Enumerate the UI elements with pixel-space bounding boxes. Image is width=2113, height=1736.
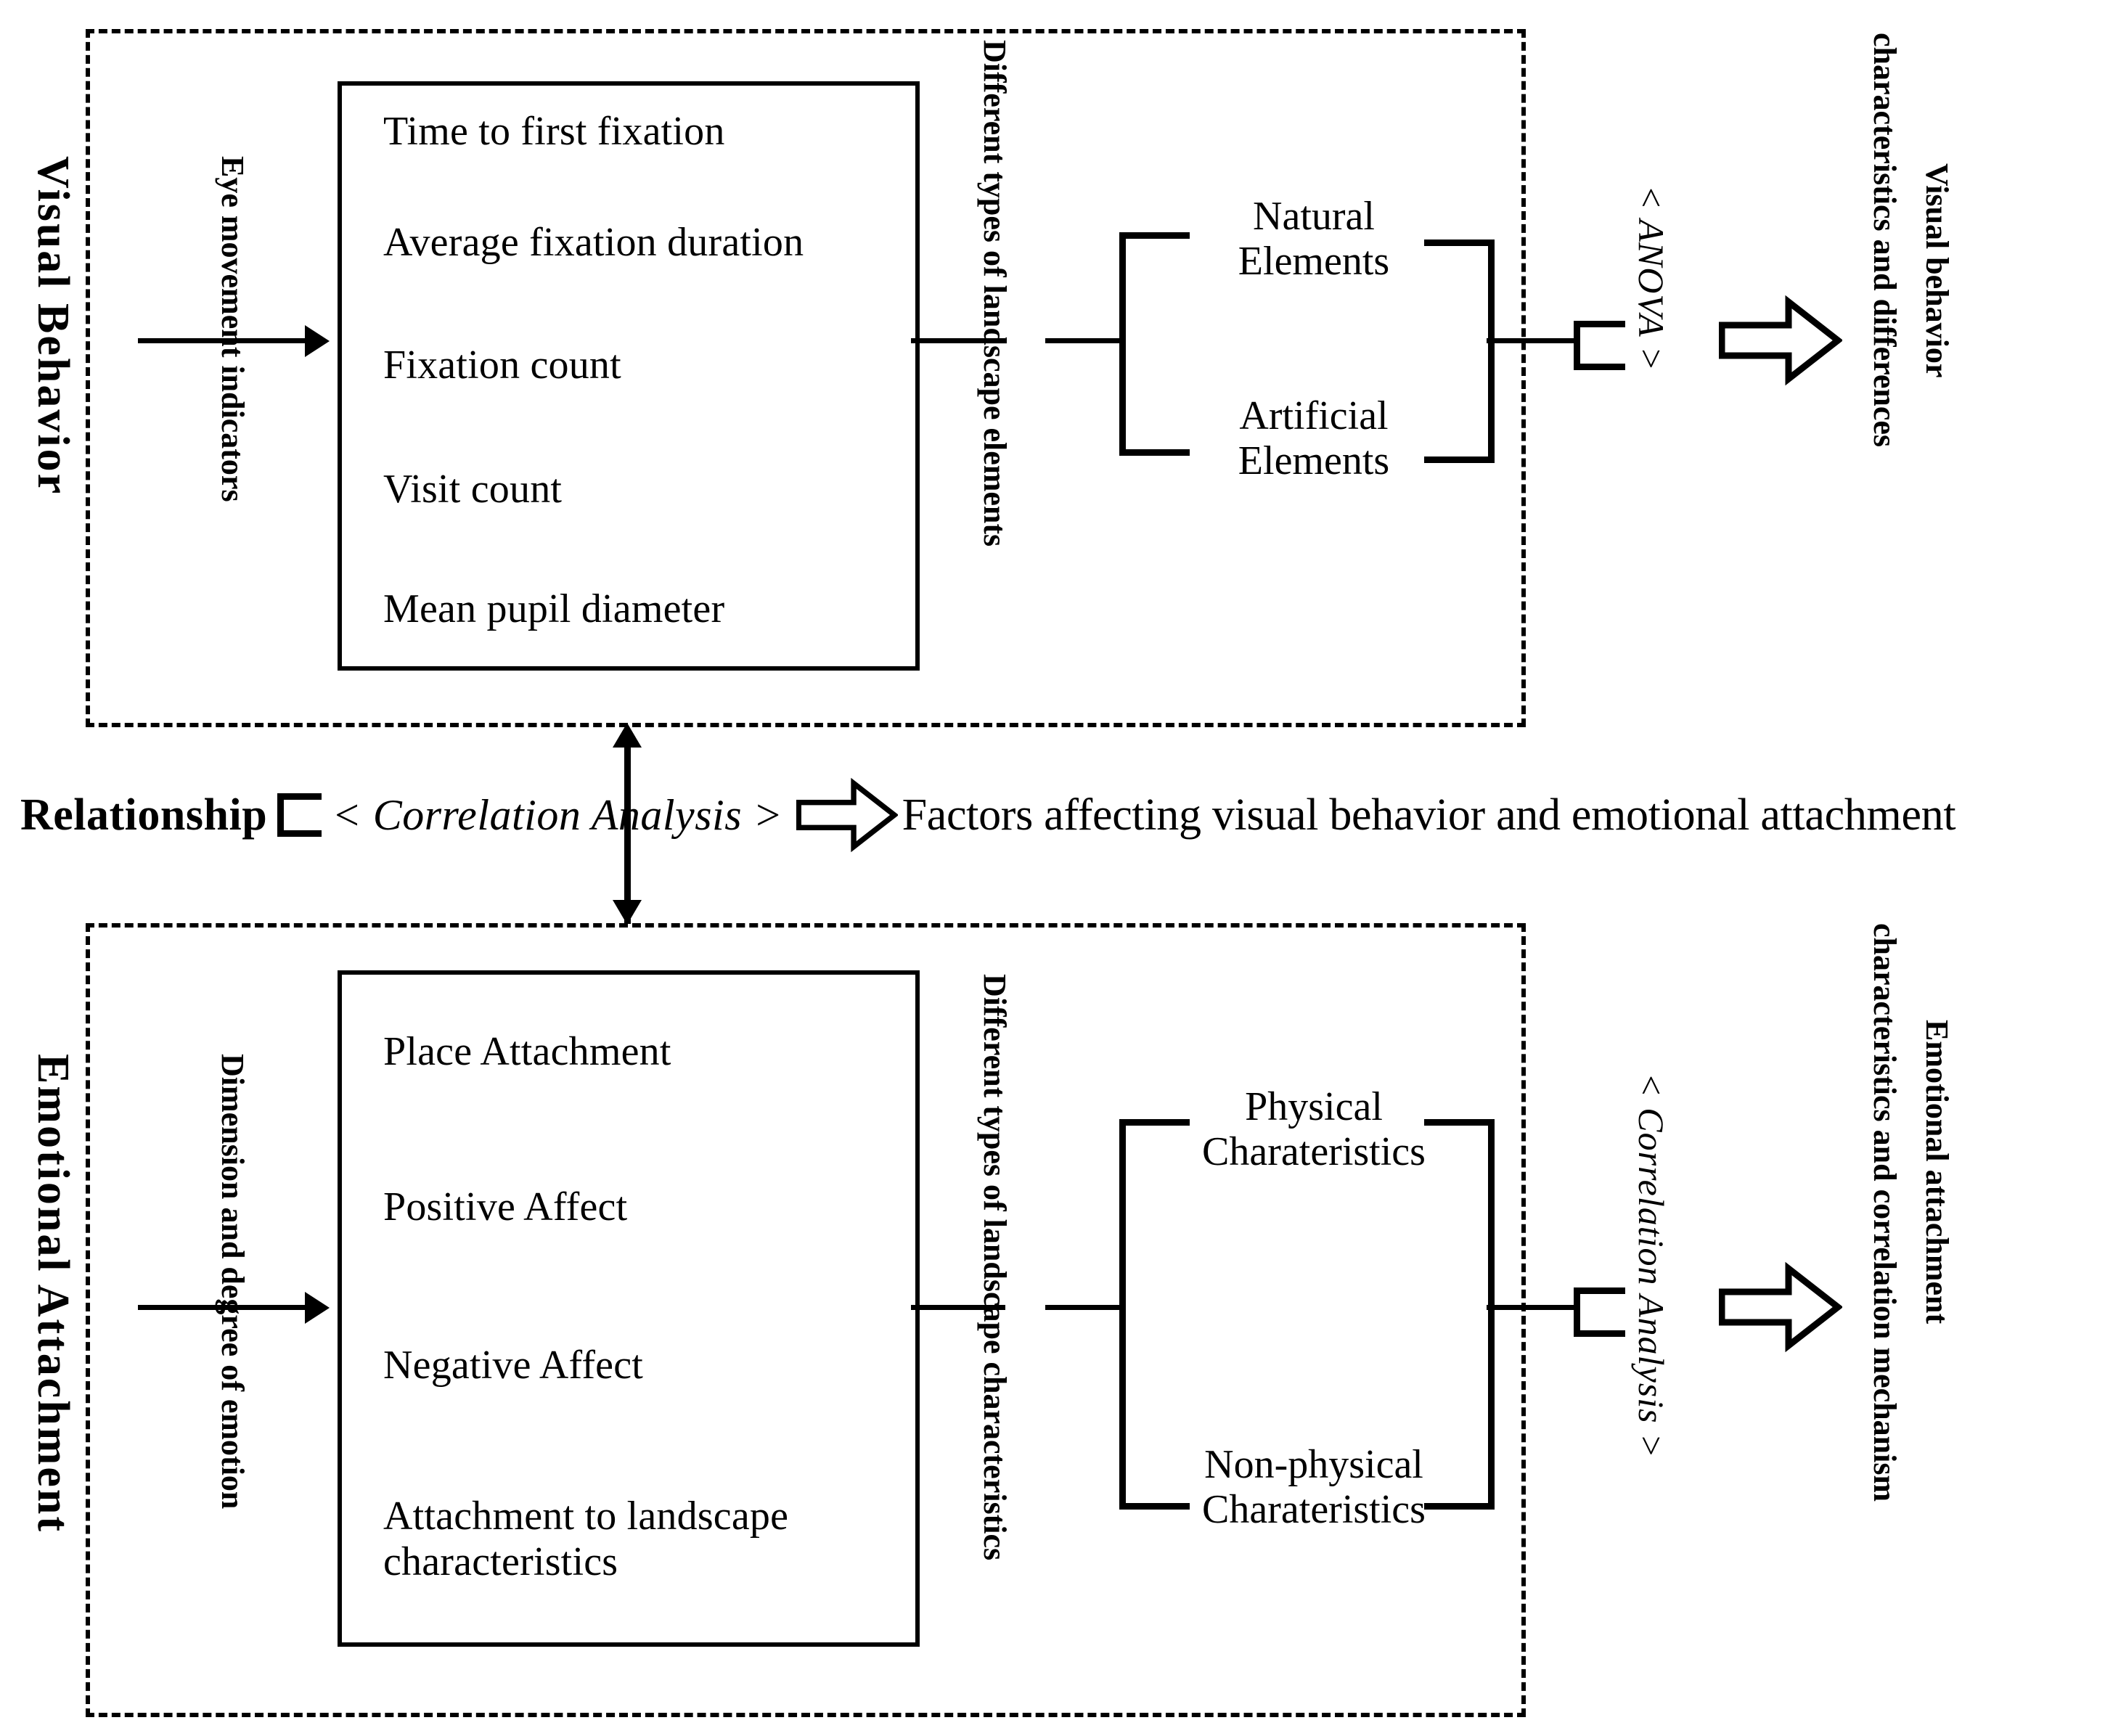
relationship-up-line [624, 746, 631, 859]
box-to-split-line-bottom [911, 1305, 1005, 1310]
attachment-item: Negative Affect [383, 1343, 644, 1388]
relationship-outcome-label: Factors affecting visual behavior and em… [902, 790, 1956, 840]
visual-behavior-dashed-container [86, 29, 1526, 727]
input-connector-line-top [138, 338, 316, 343]
attachment-item: Place Attachment [383, 1029, 671, 1074]
output-block-arrow-top [1719, 293, 1842, 388]
indicator-item: Fixation count [383, 343, 621, 388]
attachment-item: Attachment to landscape characteristics [383, 1494, 789, 1584]
split-label-landscape-elements: Different types of landscape elements [977, 40, 1013, 547]
indicator-item: Average fixation duration [383, 220, 804, 265]
bracket-to-method-line-top [1487, 338, 1574, 343]
emotional-attachment-dashed-container [86, 923, 1526, 1717]
method-label-correlation-analysis: < Correlation Analysis > [1631, 1073, 1672, 1459]
relationship-block-arrow [796, 775, 898, 855]
branch-label-artificial-elements: Artificial Elements [1238, 393, 1390, 483]
indicator-item: Mean pupil diameter [383, 586, 725, 631]
method-label-anova: < ANOVA > [1631, 185, 1672, 372]
branch-bracket-right-bottom [1424, 1119, 1495, 1510]
relationship-connector-bracket [277, 793, 322, 837]
method-connector-bracket-top [1574, 321, 1625, 370]
branch-label-physical-charateristics: Physical Charateristics [1202, 1084, 1426, 1174]
branch-label-non-physical-charateristics: Non-physical Charateristics [1202, 1442, 1426, 1532]
input-label-dimension-degree-emotion: Dimension and degree of emotion [215, 1054, 250, 1510]
input-connector-line-bottom [138, 1305, 316, 1310]
relationship-down-line [624, 811, 631, 924]
relationship-down-arrow-head [613, 900, 642, 925]
eye-movement-indicator-box [338, 81, 920, 671]
section-label-emotional-attachment: Emotional Attachment [28, 1054, 78, 1534]
indicator-item: Visit count [383, 467, 563, 512]
input-arrow-head-top [305, 325, 330, 357]
split-to-bracket-line-top [1045, 338, 1121, 343]
attachment-item: Positive Affect [383, 1184, 628, 1229]
input-label-eye-movement-indicators: Eye movement indicators [215, 156, 250, 502]
bracket-to-method-line-bottom [1487, 1305, 1574, 1310]
relationship-up-arrow-head [613, 723, 642, 748]
output-block-arrow-bottom [1719, 1260, 1842, 1354]
relationship-method-label: < Correlation Analysis > [332, 790, 783, 839]
method-connector-bracket-bottom [1574, 1287, 1625, 1337]
branch-bracket-right-top [1424, 239, 1495, 463]
output-label-visual-behavior-line1: Visual behavior [1919, 163, 1955, 378]
output-label-emotional-attachment-line2: characteristics and correlation mechanis… [1867, 923, 1902, 1502]
relationship-label: Relationship [20, 790, 268, 840]
split-to-bracket-line-bottom [1045, 1305, 1121, 1310]
output-label-emotional-attachment-line1: Emotional attachment [1919, 1020, 1955, 1324]
branch-bracket-left-top [1119, 232, 1190, 456]
split-label-landscape-characteristics: Different types of landscape characteris… [977, 974, 1013, 1561]
output-label-visual-behavior-line2: characteristics and differences [1867, 33, 1902, 448]
relationship-row: Relationship < Correlation Analysis > Fa… [20, 775, 1956, 855]
indicator-item: Time to first fixation [383, 109, 725, 154]
section-label-visual-behavior: Visual Behavior [28, 156, 78, 496]
branch-label-natural-elements: Natural Elements [1238, 194, 1390, 284]
branch-bracket-left-bottom [1119, 1119, 1190, 1510]
emotional-attachment-box [338, 970, 920, 1647]
input-arrow-head-bottom [305, 1292, 330, 1324]
box-to-split-line-top [911, 338, 1005, 343]
